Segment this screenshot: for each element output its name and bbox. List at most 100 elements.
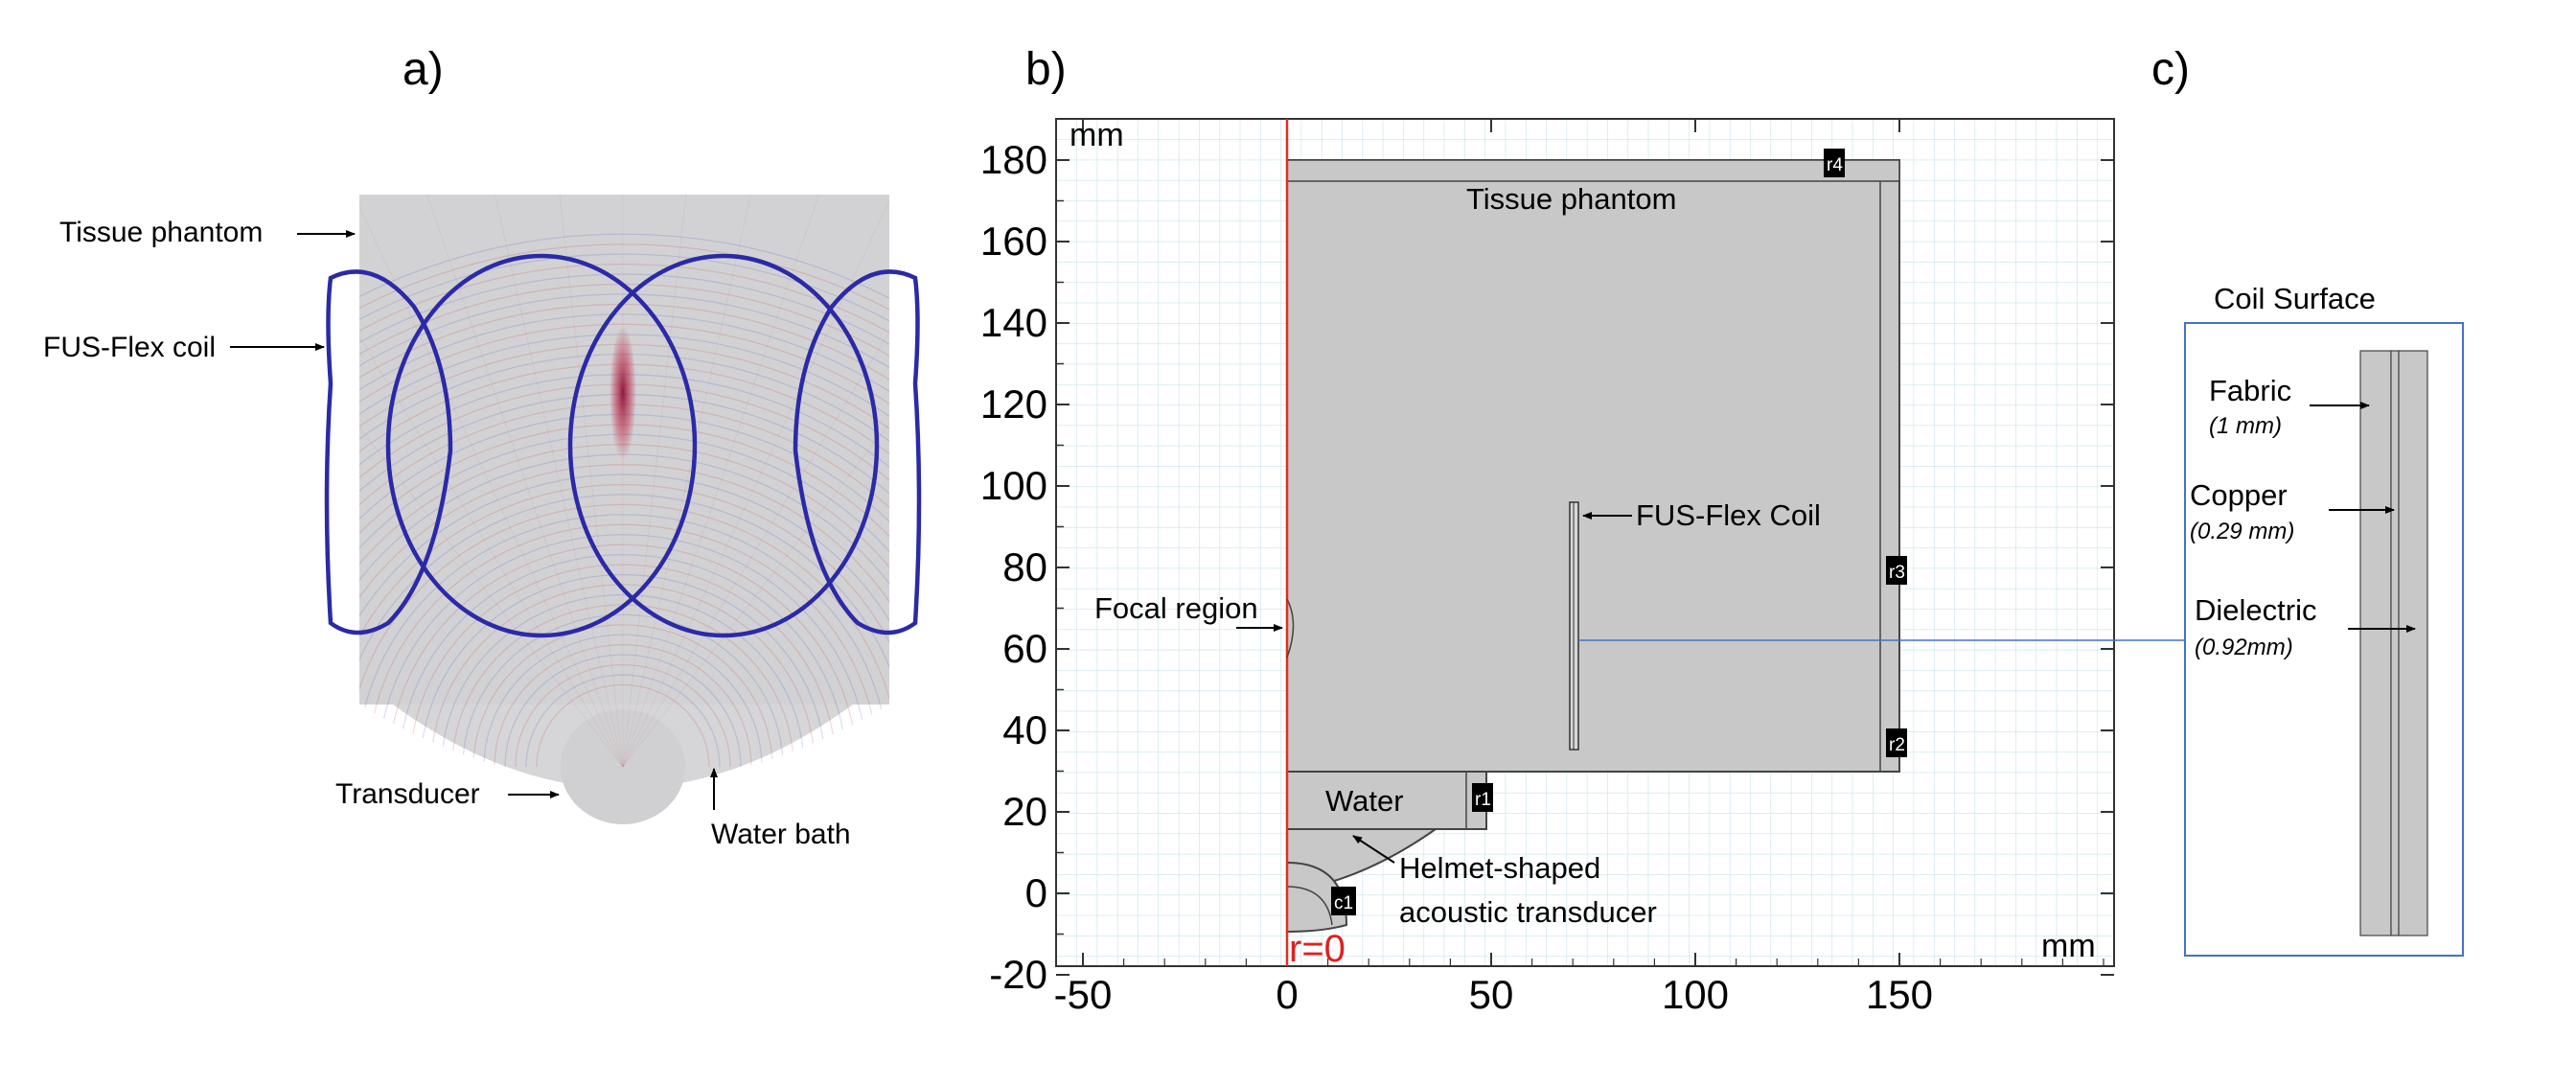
y-tick-label: 60 [1002,626,1047,671]
panel-a-letter: a) [402,44,444,95]
panel-c-letter: c) [2151,44,2190,95]
tag-r1: r1 [1472,783,1493,812]
wave-front [359,243,889,768]
svg-text:r4: r4 [1827,155,1843,175]
y-tick-label: 40 [1002,707,1047,752]
layer-fabric-name: Fabric [2209,374,2291,407]
wave-front [472,624,773,768]
x-axis-ticks: -50 0 50 100 150 [1054,119,2104,1017]
wave-front [409,564,837,768]
y-tick-label: 0 [1025,870,1047,915]
wave-front [359,494,889,768]
fus-flex-coil-loops [324,253,922,638]
wave-front [359,233,889,768]
tag-r3: r3 [1886,556,1907,585]
wave-ray [404,195,624,768]
tag-r4: r4 [1824,149,1845,177]
coil-surface-title: Coil Surface [2214,282,2376,315]
wave-front [483,634,763,768]
arrow-transducer-b [1352,835,1395,864]
tissue-phantom-top-band [1286,159,1900,182]
wave-ray [359,195,624,768]
wave-front [367,523,879,768]
label-tissue-phantom-b: Tissue phantom [1466,182,1676,216]
wave-front [430,584,816,768]
wave-ray [622,195,841,768]
label-fus-flex-coil-b: FUS-Flex Coil [1636,498,1821,532]
layer-copper [2390,350,2400,936]
axis-unit-y: mm [1070,117,1124,153]
x-tick-label: 150 [1866,972,1933,1017]
wave-front [494,644,752,768]
wave-front [359,464,889,768]
label-water: Water [1325,784,1404,818]
y-tick-label: 20 [1002,789,1047,834]
transducer-cup-inner [1286,886,1333,926]
y-tick-label: 120 [980,381,1047,427]
wave-front [462,613,784,768]
focal-spot [610,326,636,460]
svg-text:c1: c1 [1334,893,1353,913]
wave-front [441,593,805,768]
tissue-phantom-outer [1286,159,1900,773]
panel-b-letter: b) [1025,44,1067,95]
wave-front [515,663,731,768]
y-tick-label: 160 [980,219,1047,264]
wave-front [388,543,858,768]
plot-frame [1055,118,2115,967]
wave-front [504,654,742,768]
label-water-bath-a: Water bath [711,819,851,850]
wave-front [359,503,889,768]
wave-front [359,293,889,768]
wave-front [536,683,710,768]
panel-c: c) Coil Surface Fabric (1 mm) Copper (0.… [2151,44,2464,957]
x-tick-label: 100 [1662,972,1729,1017]
svg-text:r1: r1 [1475,790,1491,810]
svg-text:r3: r3 [1889,563,1905,583]
x-tick-label: 50 [1469,972,1514,1017]
tag-c1: c1 [1331,887,1356,915]
wave-ray [622,195,698,768]
label-fus-flex-coil-a: FUS-Flex coil [43,332,216,363]
layer-copper-thickness: (0.29 mm) [2190,519,2294,544]
wave-front [359,264,889,768]
axis-origin-label: r=0 [1289,928,1346,970]
wave-front [378,534,868,768]
label-tissue-phantom-a: Tissue phantom [59,217,263,248]
focal-region-shape [1286,598,1295,659]
layer-dielectric-thickness: (0.92mm) [2195,635,2293,660]
wave-front [420,573,826,768]
wave-ray [475,195,624,768]
y-tick-label: 80 [1002,544,1047,589]
wave-front [359,273,889,768]
axis-unit-x: mm [2041,928,2096,964]
layer-dielectric-name: Dielectric [2195,593,2316,627]
x-tick-label: -50 [1054,972,1113,1017]
layer-fabric-thickness: (1 mm) [2209,413,2282,439]
y-tick-label: -20 [989,952,1047,997]
layer-dielectric [2398,350,2428,936]
y-tick-label: 100 [980,463,1047,508]
wave-front [359,323,889,768]
layer-fabric [2359,350,2392,936]
wave-front [399,554,847,768]
wave-front [359,474,889,768]
wave-ray [622,236,889,768]
wave-front [359,313,889,768]
wave-ray [622,195,889,768]
tag-r2: r2 [1886,728,1907,757]
wave-ray [548,195,624,768]
transducer-shape [561,709,685,824]
label-transducer-b-line1: Helmet-shaped [1399,851,1600,885]
svg-text:r2: r2 [1889,735,1905,755]
label-focal-region: Focal region [1094,591,1258,625]
panel-a: a) Tissue phantom FUS-Flex coil Transduc… [43,44,922,850]
y-tick-label: 180 [980,137,1047,182]
wave-ray [359,236,624,768]
layer-copper-name: Copper [2190,478,2288,512]
x-tick-label: 0 [1276,972,1298,1017]
label-transducer-b-line2: acoustic transducer [1399,895,1657,929]
